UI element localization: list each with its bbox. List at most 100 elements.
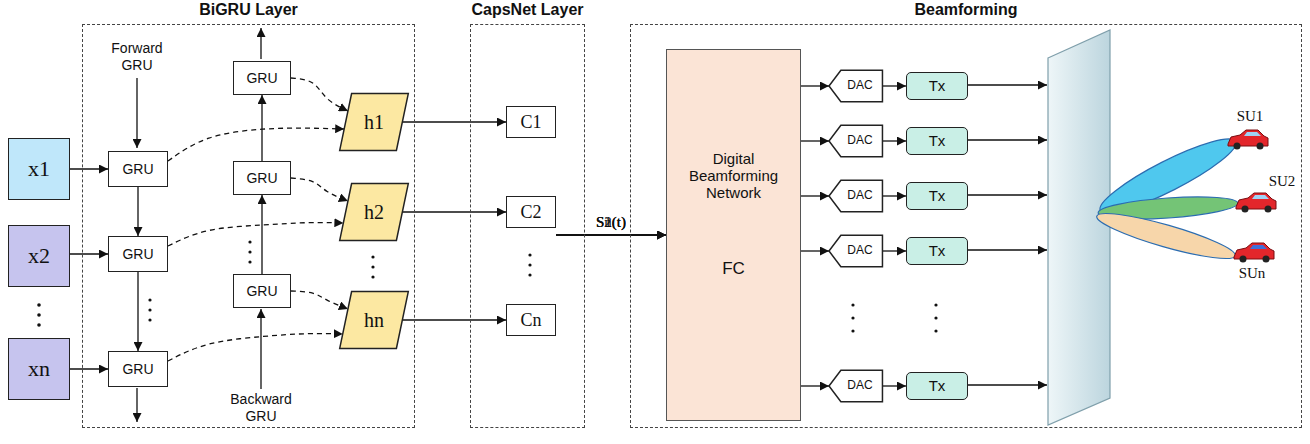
car-icon [1236, 193, 1276, 213]
dashed-connector [291, 291, 348, 309]
transmitter: Tx [906, 127, 968, 155]
user-label: SU2 [1262, 173, 1302, 190]
bigru-layer: BiGRU LayerGRUGRUGRUGRUGRUGRUh1h2hn [82, 24, 415, 428]
hidden-state: hn [339, 291, 409, 349]
car-icon [1228, 130, 1268, 150]
arrow-connector [883, 85, 906, 86]
gru-cell: GRU [233, 274, 291, 308]
dashed-connector [291, 78, 348, 111]
node-text: Tx [929, 132, 946, 149]
layer-title: CapsNet Layer [471, 1, 584, 19]
node-text: GRU [122, 361, 153, 377]
antenna-feed [968, 139, 1047, 140]
capsnet-layer: CapsNet LayerC1C2Cn [470, 24, 585, 428]
antenna-array-panel [1048, 30, 1110, 425]
input-arrow [136, 78, 137, 148]
arrow-connector [261, 195, 262, 274]
node-text: Tx [929, 187, 946, 204]
gru-cell: GRU [108, 351, 168, 387]
node-text: C1 [520, 112, 541, 133]
node-text: xn [28, 356, 50, 381]
node-text: GRU [122, 246, 153, 262]
arrow-connector [261, 95, 262, 161]
arrow-connector [801, 140, 829, 141]
arrow-connector [70, 368, 108, 369]
capsule: Cn [506, 304, 556, 336]
dac-converter: DAC [829, 180, 883, 212]
user-label: SUn [1232, 265, 1272, 282]
gru-cell: GRU [108, 236, 168, 272]
ellipsis-dots [37, 240, 937, 332]
dashed-connector [168, 334, 343, 361]
node-text: Tx [929, 77, 946, 94]
arrow-connector [137, 187, 138, 236]
hidden-state: h2 [339, 183, 409, 241]
input-box: x1 [8, 138, 70, 200]
dac-converter: DAC [829, 125, 883, 157]
direction-label: Forward GRU [101, 40, 173, 74]
output-arrow [260, 28, 261, 59]
transmitter: Tx [906, 372, 968, 400]
beamforming-network: Digital Beamforming NetworkFC [666, 49, 801, 421]
arrow-connector [801, 85, 829, 86]
arrow-connector [801, 385, 829, 386]
dac-outline [829, 235, 882, 266]
arrow-connector [402, 211, 506, 212]
capsule: C2 [506, 196, 556, 228]
arrow-connector [70, 253, 108, 254]
layer-title: Beamforming [631, 1, 1301, 19]
dac-outline [829, 370, 882, 401]
arrow-connector [556, 234, 666, 235]
arrow-connector [883, 250, 906, 251]
arrow-connector [402, 121, 506, 122]
arrow-connector [801, 195, 829, 196]
node-text: DAC [847, 379, 872, 393]
antenna-feed [968, 384, 1047, 385]
user-label: SU1 [1230, 108, 1270, 125]
arrow-connector [556, 234, 666, 235]
beamforming-block: BeamformingDigital Beamforming NetworkFC… [630, 24, 1302, 428]
arrow-connector [883, 385, 906, 386]
direction-label: Backward GRU [221, 391, 301, 425]
antenna-feed [968, 84, 1047, 85]
arrow-connector [556, 234, 666, 235]
gru-cell: GRU [233, 161, 291, 195]
output-arrow [136, 388, 137, 422]
node-text: Cn [520, 310, 541, 331]
node-text: h1 [364, 111, 384, 134]
node-text: DAC [847, 134, 872, 148]
arrow-connector [801, 250, 829, 251]
dac-converter: DAC [829, 370, 883, 402]
beam [1093, 128, 1242, 224]
signal-label: Sn(t) [589, 214, 633, 231]
hidden-state: h1 [339, 93, 409, 151]
transmitter: Tx [906, 237, 968, 265]
layer-title: BiGRU Layer [83, 1, 414, 19]
arrow-connector [883, 195, 906, 196]
node-text: DAC [847, 79, 872, 93]
parallelogram-outline [340, 184, 409, 241]
node-text: x1 [28, 156, 50, 181]
antenna-feed [968, 249, 1047, 250]
node-label: FC [722, 259, 745, 279]
capsule: C1 [506, 106, 556, 138]
arrow-connector [70, 168, 108, 169]
dashed-connector [291, 178, 348, 201]
input-box: xn [8, 338, 70, 400]
dashed-connector [168, 223, 343, 246]
dashed-connector [168, 128, 344, 161]
transmitter: Tx [906, 72, 968, 100]
node-text: GRU [122, 161, 153, 177]
parallelogram-outline [340, 94, 409, 151]
gru-cell: GRU [108, 151, 168, 187]
beam [1094, 206, 1238, 267]
node-text: x2 [28, 243, 50, 268]
dac-outline [829, 125, 882, 156]
arrow-connector [402, 319, 506, 320]
dac-outline [829, 70, 882, 101]
node-text: Tx [929, 377, 946, 394]
input-arrow [260, 309, 261, 389]
node-text: GRU [246, 170, 277, 186]
